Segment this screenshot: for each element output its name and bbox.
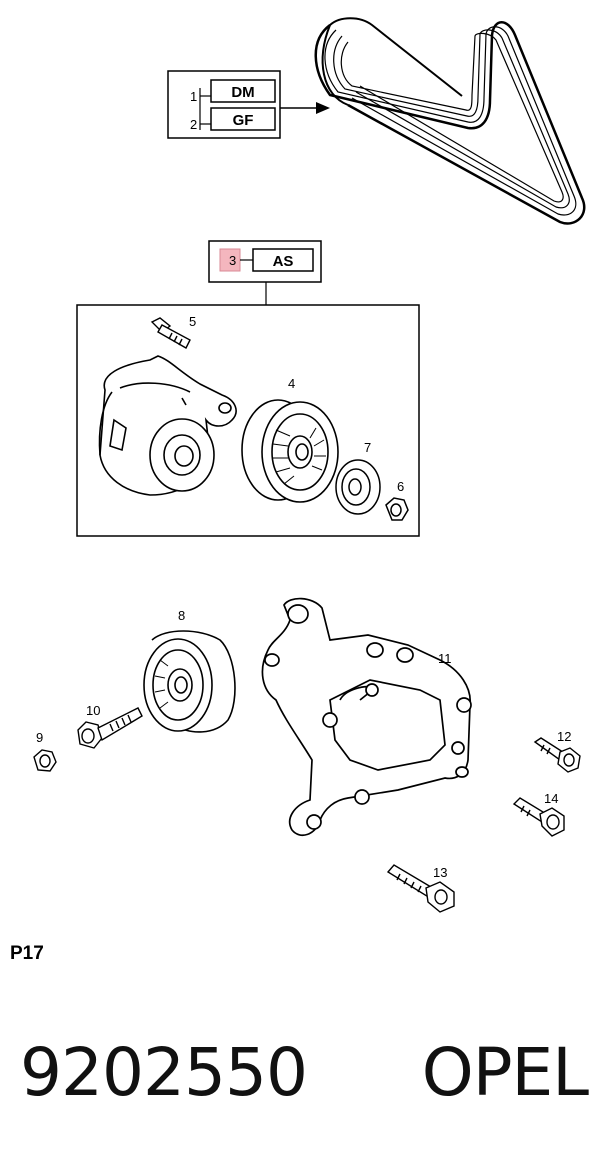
tensioner-assembly [98,355,237,496]
code-dm: DM [231,84,254,101]
bolt-13 [386,864,455,913]
callout-12: 12 [557,729,571,744]
callout-5: 5 [189,314,196,329]
callout-1: 1 [190,89,197,104]
arrow-icon [316,102,330,114]
callout-7: 7 [364,440,371,455]
part-number: 9202550 [20,1033,308,1111]
code-gf: GF [233,112,254,129]
bolt-12 [533,737,581,773]
drive-belt [314,17,586,225]
idler-pulley-8 [143,630,236,733]
bracket-11 [261,597,472,837]
callout-6: 6 [397,479,404,494]
code-box-dm-gf: 1 2 DM GF [167,70,330,139]
bolt-5 [150,317,191,349]
code-box-as: 3 AS [208,240,322,305]
brand-name: OPEL [421,1033,589,1111]
tensioner-kit-frame [76,304,420,537]
callout-13: 13 [433,865,447,880]
page-code: P17 [10,943,44,964]
footer: 9202550 OPEL [0,1022,600,1122]
code-as: AS [273,253,294,270]
bolt-10 [77,707,143,749]
callout-14: 14 [544,791,558,806]
pulley-4 [241,399,339,503]
callout-2: 2 [190,117,197,132]
nut-9 [33,749,57,772]
callout-3: 3 [229,253,236,268]
bolt-14 [512,797,565,837]
callout-11: 11 [438,651,452,666]
dust-cap-7 [335,459,381,515]
callout-9: 9 [36,730,43,745]
callout-4: 4 [288,376,295,391]
callout-10: 10 [86,703,100,718]
nut-6 [385,497,409,521]
callout-8: 8 [178,608,185,623]
